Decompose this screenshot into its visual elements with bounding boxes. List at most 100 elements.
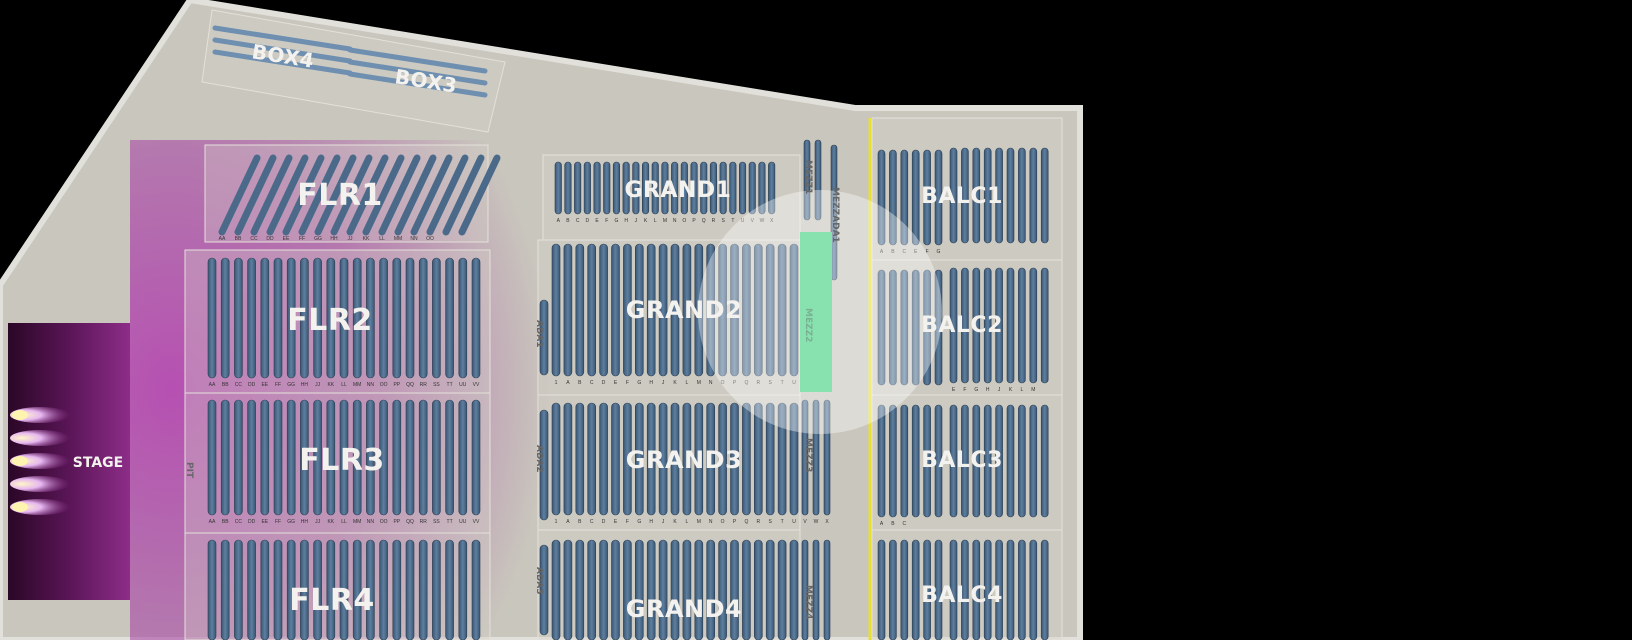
flr2-seat-row[interactable] [366,257,375,379]
flr4-seat-row[interactable] [273,539,283,640]
flr4-seat-row[interactable] [300,539,309,640]
flr1-seat-row[interactable] [410,154,453,236]
grand3-seat-row[interactable] [575,402,585,516]
flr2-seat-row[interactable] [392,257,402,379]
grand1-seat-row[interactable] [748,161,756,215]
flr1-seat-row[interactable] [394,154,437,236]
section-label-flr1[interactable]: FLR1 [297,178,383,213]
grand2-seat-row[interactable] [777,243,787,377]
balc1-seat-row[interactable] [911,149,920,246]
balc1-seat-row[interactable] [934,149,943,246]
grand4-seat-row[interactable] [575,539,585,640]
grand3-seat-row[interactable] [730,402,739,516]
grand4-seat-row[interactable] [551,539,561,640]
flr3-seat-row[interactable] [260,399,270,516]
flr3-seat-row[interactable] [313,399,322,516]
grand1-seat-row[interactable] [700,161,708,215]
flr2-seat-row[interactable] [432,257,441,379]
flr4-seat-row[interactable] [445,539,454,640]
balc3-seat-row[interactable] [934,404,943,518]
mezz3-seat-row[interactable] [801,399,809,516]
flr3-seat-row[interactable] [339,399,349,516]
grand4-seat-row[interactable] [789,539,799,640]
balc3r-seat-row[interactable] [1018,404,1026,518]
flr4-seat-row[interactable] [405,539,415,640]
flr3-seat-row[interactable] [220,399,230,516]
balc4-seat-row[interactable] [934,539,943,640]
balc3r-seat-row[interactable] [1040,404,1049,518]
box4-seat-row[interactable] [212,37,353,64]
balc2-seat-row[interactable] [889,269,897,386]
grand4-seat-row[interactable] [658,539,668,640]
grand1-seat-row[interactable] [661,161,669,215]
grand2-seat-row[interactable] [587,243,597,377]
box3-seat-row[interactable] [347,47,488,74]
flr1-seat-row[interactable] [250,154,293,236]
balc4r-seat-row[interactable] [995,539,1003,640]
flr2-seat-row[interactable] [458,257,468,379]
grand4-seat-row[interactable] [670,539,680,640]
balc2r-seat-row[interactable] [983,267,992,384]
grand2-seat-row[interactable] [742,243,751,377]
box4-seat-row[interactable] [212,25,353,52]
flr3-seat-row[interactable] [366,399,375,516]
grand4-seat-row[interactable] [694,539,704,640]
balc3-seat-row[interactable] [911,404,920,518]
grand1-seat-row[interactable] [680,161,688,215]
grand1-seat-row[interactable] [612,161,621,215]
balc1r-seat-row[interactable] [983,147,992,244]
balc4r-seat-row[interactable] [1040,539,1049,640]
grand1-seat-row[interactable] [574,161,582,215]
grand1-seat-row[interactable] [651,161,659,215]
balc2r-seat-row[interactable] [1018,267,1026,384]
grand3-seat-row[interactable] [563,402,573,516]
grand1-seat-row[interactable] [709,161,718,215]
balc2r-seat-row[interactable] [972,267,981,384]
flr1-seat-row[interactable] [346,154,389,236]
flr4-seat-row[interactable] [366,539,375,640]
flr1-seat-row[interactable] [330,154,373,236]
flr2-seat-row[interactable] [405,257,415,379]
balc1-seat-row[interactable] [923,149,931,246]
grand4-seat-row[interactable] [611,539,620,640]
flr4-seat-row[interactable] [458,539,468,640]
section-label-mezz3[interactable]: MEZZ3 [803,438,813,472]
grand2-seat-row[interactable] [623,243,632,377]
box4-seat-row[interactable] [212,49,353,76]
grand3-seat-row[interactable] [777,402,787,516]
balc4r-seat-row[interactable] [961,539,969,640]
grand2-seat-row[interactable] [575,243,585,377]
flr3-seat-row[interactable] [445,399,454,516]
grand4-seat-row[interactable] [635,539,644,640]
grand4-seat-row[interactable] [682,539,692,640]
grand2-seat-row[interactable] [730,243,739,377]
balc4r-seat-row[interactable] [1029,539,1038,640]
balc3r-seat-row[interactable] [1006,404,1015,518]
flr4-seat-row[interactable] [286,539,296,640]
mezz2-selected-section[interactable] [800,232,832,392]
section-label-flr3[interactable]: FLR3 [299,443,385,478]
mezz1-seat-row[interactable] [803,139,811,221]
grand1-seat-row[interactable] [564,161,572,215]
grand3-seat-row[interactable] [658,402,668,516]
grand3-seat-row[interactable] [694,402,704,516]
flr1-seat-row[interactable] [458,154,501,236]
balc4r-seat-row[interactable] [949,539,958,640]
flr2-seat-row[interactable] [234,257,243,379]
grand4-seat-row[interactable] [742,539,751,640]
grand4-seat-row[interactable] [730,539,739,640]
flr1-seat-row[interactable] [218,154,261,236]
balc3-seat-row[interactable] [900,404,909,518]
balc2-seat-row[interactable] [923,269,931,386]
balc1r-seat-row[interactable] [1029,147,1038,244]
grand1-seat-row[interactable] [583,161,591,215]
grand1-seat-row[interactable] [671,161,679,215]
balc4-seat-row[interactable] [877,539,886,640]
flr1-seat-row[interactable] [282,154,325,236]
flr4-seat-row[interactable] [392,539,402,640]
balc4r-seat-row[interactable] [972,539,981,640]
balc2-seat-row[interactable] [900,269,909,386]
grand1-seat-row[interactable] [622,161,630,215]
grand3-seat-row[interactable] [753,402,763,516]
section-label-balc1[interactable]: BALC1 [921,184,1003,209]
